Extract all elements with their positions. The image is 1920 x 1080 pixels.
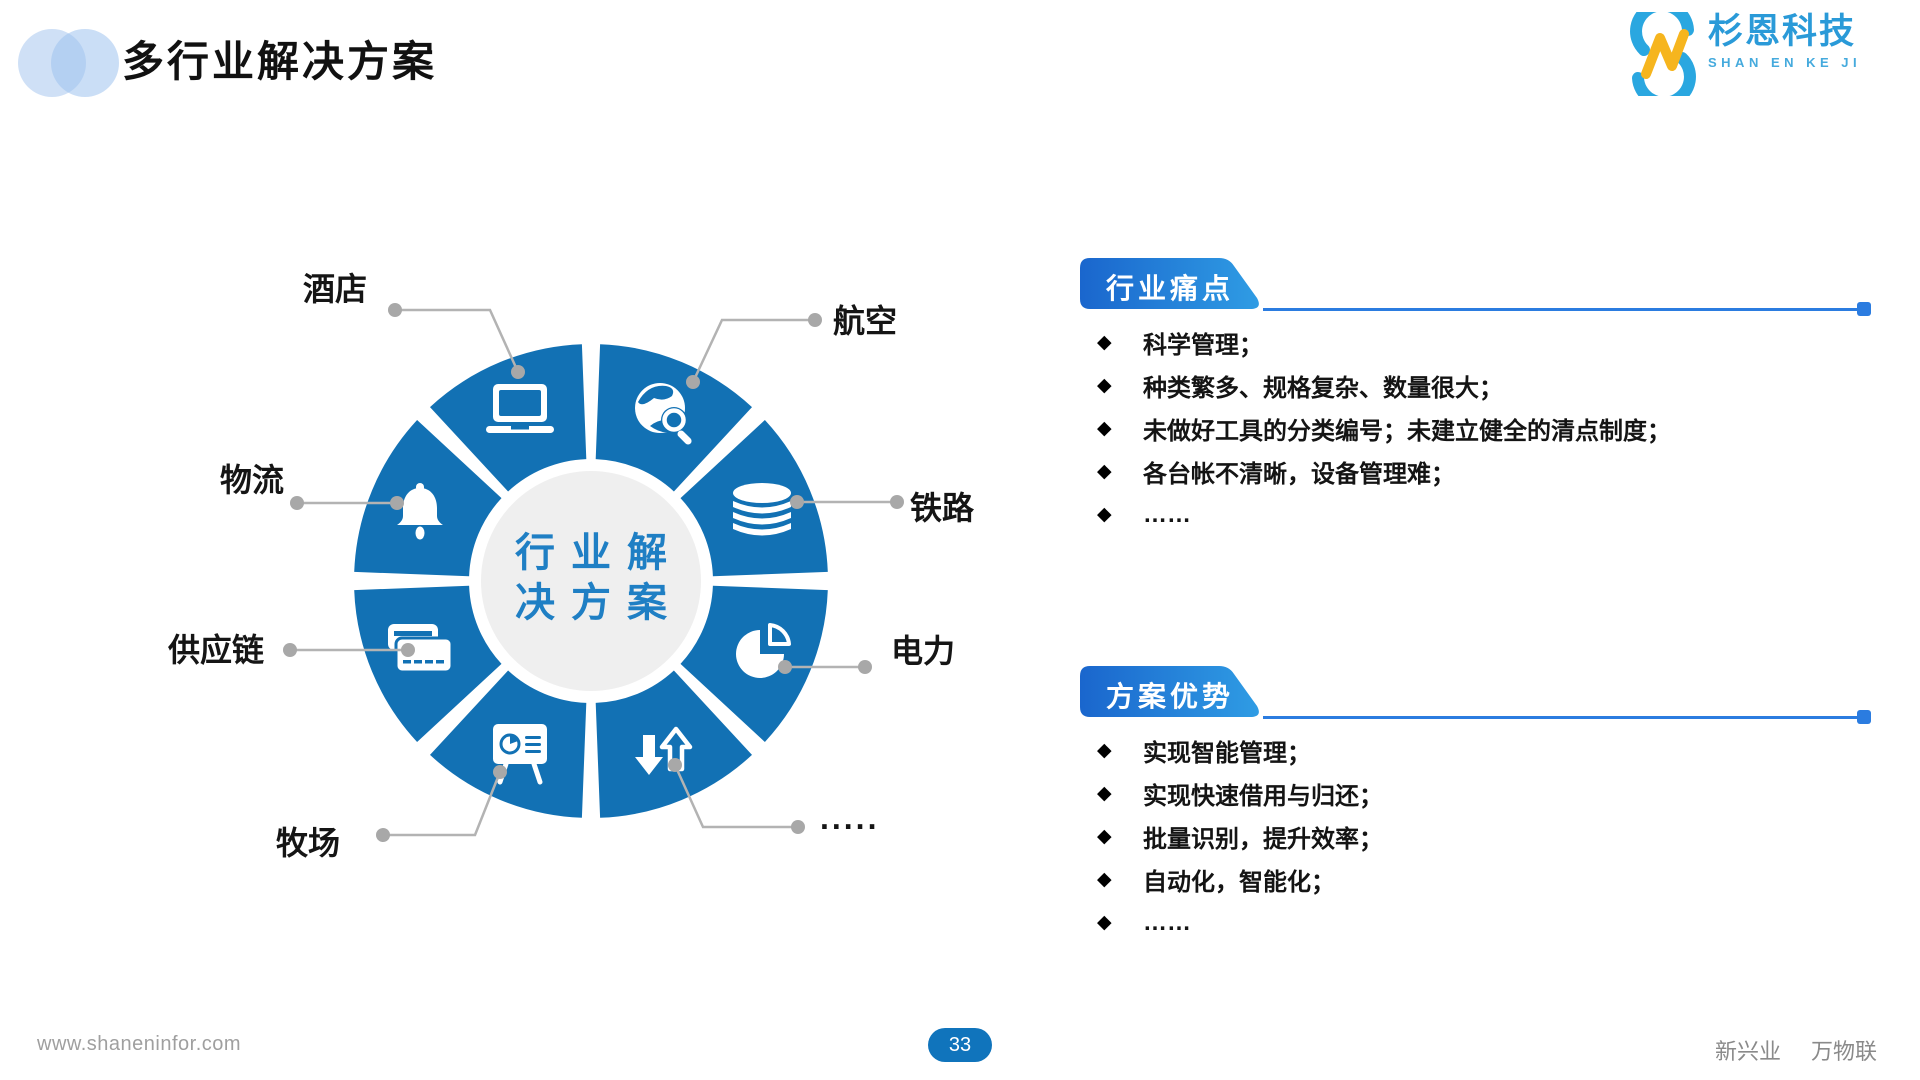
- laptop-icon: [486, 384, 554, 433]
- diamond-bullet-icon: ◆: [1097, 375, 1112, 396]
- list-item: ◆自动化，智能化；: [1097, 869, 1335, 896]
- bell-icon: [397, 483, 443, 540]
- database-icon: [733, 483, 791, 536]
- connector-ranch: [383, 771, 502, 837]
- list-item: ◆科学管理；: [1097, 332, 1263, 359]
- wheel-label-more: .....: [820, 800, 880, 836]
- footer-slogan-left: 新兴业: [1714, 1039, 1781, 1064]
- diamond-bullet-icon: ◆: [1097, 740, 1112, 761]
- pain-points-title: 行业痛点: [1106, 273, 1235, 304]
- industry-wheel-diagram: [283, 303, 904, 842]
- diamond-bullet-icon: ◆: [1097, 332, 1112, 353]
- advantages-panel: 方案优势 ◆实现智能管理； ◆实现快速借用与归还； ◆批量识别，提升效率； ◆自…: [1080, 666, 1880, 996]
- wheel-label-ranch: 牧场: [276, 825, 341, 861]
- title-venn-decoration: [18, 29, 119, 97]
- wheel-label-railway: 铁路: [910, 490, 975, 526]
- wheel-label-aviation: 航空: [833, 303, 898, 339]
- accent-square: [1857, 710, 1871, 724]
- connector-aviation: [691, 318, 815, 383]
- presentation-board-icon: [493, 724, 547, 785]
- footer-slogan: 新兴业 万物联: [1715, 1034, 1877, 1066]
- connector-more: [673, 764, 798, 829]
- advantages-ribbon: [1080, 666, 1259, 717]
- footer-website-url: www.shaneninfor.com: [37, 1033, 242, 1055]
- accent-line: [1263, 308, 1860, 311]
- logo-mark-icon: [1630, 12, 1696, 96]
- pain-points-panel: 行业痛点 ◆科学管理； ◆种类繁多、规格复杂、数量很大； ◆未做好工具的分类编号…: [1080, 258, 1880, 588]
- wheel-center-disc: [481, 471, 701, 691]
- pain-points-list: ◆科学管理； ◆种类繁多、规格复杂、数量很大； ◆未做好工具的分类编号；未建立健…: [1080, 321, 1671, 536]
- wheel-label-logistics: 物流: [220, 462, 285, 498]
- company-logo: 杉恩科技 SHAN EN KE JI: [1622, 12, 1861, 96]
- diamond-bullet-icon: ◆: [1097, 912, 1112, 933]
- list-item: ◆各台帐不清晰，设备管理难；: [1097, 461, 1455, 488]
- connector-hotel: [395, 308, 520, 373]
- wheel-label-supply-chain: 供应链: [168, 632, 265, 668]
- list-item: ◆批量识别，提升效率；: [1097, 826, 1383, 853]
- diamond-bullet-icon: ◆: [1097, 869, 1112, 890]
- wheel-segment-more: [595, 670, 752, 818]
- list-item: ◆未做好工具的分类编号；未建立健全的清点制度；: [1097, 418, 1671, 445]
- connector-dots: [283, 303, 904, 842]
- diamond-bullet-icon: ◆: [1097, 504, 1112, 525]
- wheel-center-title: 行业解 决方案: [515, 531, 683, 625]
- wheel-label-power: 电力: [891, 633, 956, 669]
- diamond-bullet-icon: ◆: [1097, 461, 1112, 482]
- logo-company-subtitle: SHAN EN KE JI: [1708, 55, 1862, 70]
- diamond-bullet-icon: ◆: [1097, 418, 1112, 439]
- pain-points-ribbon: [1080, 258, 1259, 309]
- footer-slogan-right: 万物联: [1810, 1039, 1877, 1064]
- globe-search-icon: [635, 383, 692, 445]
- list-item: ◆……: [1097, 500, 1191, 528]
- pie-chart-icon: [736, 623, 791, 678]
- list-item: ◆……: [1097, 908, 1191, 936]
- advantages-list: ◆实现智能管理； ◆实现快速借用与归还； ◆批量识别，提升效率； ◆自动化，智能…: [1080, 729, 1383, 944]
- list-item: ◆实现智能管理；: [1097, 740, 1311, 767]
- accent-square: [1857, 302, 1871, 316]
- accent-line: [1263, 716, 1860, 719]
- diamond-bullet-icon: ◆: [1097, 783, 1112, 804]
- diamond-bullet-icon: ◆: [1097, 826, 1112, 847]
- list-item: ◆实现快速借用与归还；: [1097, 783, 1383, 810]
- logo-company-name: 杉恩科技: [1708, 12, 1857, 51]
- list-item: ◆种类繁多、规格复杂、数量很大；: [1097, 375, 1503, 402]
- advantages-title: 方案优势: [1106, 681, 1235, 712]
- page-number-badge: 33: [928, 1028, 992, 1062]
- wheel-label-hotel: 酒店: [303, 271, 368, 307]
- page-title: 多行业解决方案: [122, 38, 438, 85]
